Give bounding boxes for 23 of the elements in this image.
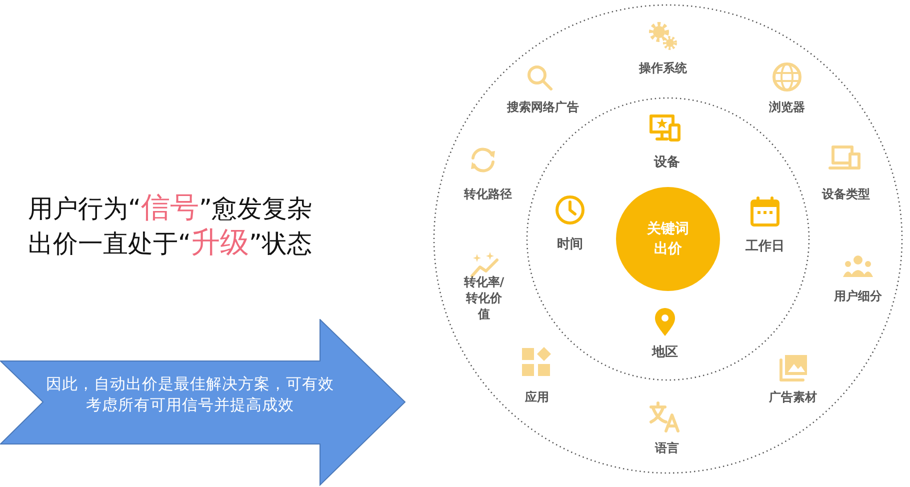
headline-text: ”愈发复杂: [198, 194, 312, 223]
item-label: 用户细分: [834, 288, 882, 304]
item-label: 浏览器: [769, 99, 805, 115]
headline-text: ”状态: [248, 229, 312, 258]
item-label: 设备: [654, 155, 680, 171]
item-label: 语言: [655, 440, 679, 456]
item-label: 应用: [525, 389, 549, 405]
headline-text: 出价一直处于“: [28, 229, 191, 258]
item-label: 设备类型: [822, 186, 870, 202]
item-label: 转化路径: [464, 186, 512, 202]
item-label: 时间: [557, 237, 583, 253]
item-label: 操作系统: [639, 60, 687, 76]
highlight-word: 升级: [190, 225, 249, 259]
item-label: 转化率/转化价值: [462, 274, 506, 322]
item-label: 工作日: [746, 239, 784, 255]
center-circle: 关键词出价: [616, 187, 720, 291]
item-label: 广告素材: [769, 389, 817, 405]
item-label: 搜索网络广告: [507, 99, 579, 115]
item-label: 地区: [652, 345, 678, 361]
headline-text: 用户行为“: [28, 194, 141, 223]
arrow-shape: [0, 319, 406, 486]
highlight-word: 信号: [140, 190, 199, 224]
arrow-text: 因此，自动出价是最佳解决方案，可有效考虑所有可用信号并提高成效: [45, 374, 335, 416]
